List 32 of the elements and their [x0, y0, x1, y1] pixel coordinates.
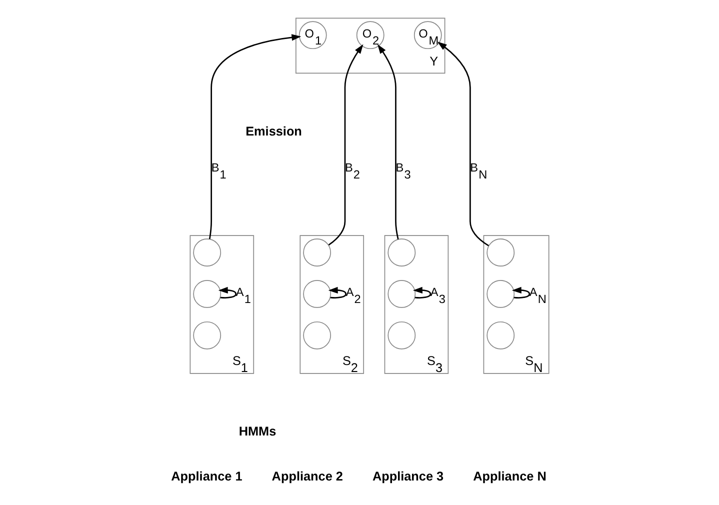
cluster [189, 235, 254, 374]
node-circle [192, 280, 221, 308]
arrow [436, 42, 488, 246]
label: Emission [245, 124, 302, 138]
node-circle [302, 238, 331, 266]
cluster [482, 235, 549, 374]
cluster [384, 235, 448, 374]
label: Appliance 1 [170, 469, 242, 484]
arrow [412, 286, 431, 298]
arrow [376, 44, 398, 240]
cluster [299, 235, 364, 374]
node-circle [302, 321, 331, 350]
node-circle [387, 321, 416, 350]
arrow [328, 44, 363, 246]
label: Appliance 3 [372, 469, 444, 484]
node-circle [486, 321, 514, 350]
node-label: Y [429, 54, 438, 69]
arrow [511, 286, 530, 298]
node-circle [486, 238, 514, 266]
node-circle [192, 321, 221, 350]
node-circle [302, 280, 331, 308]
node-circle [486, 280, 514, 308]
node-circle [192, 238, 221, 266]
arrow [208, 34, 301, 240]
cluster [295, 18, 445, 74]
node-circle [387, 238, 416, 266]
label: Appliance N [472, 469, 546, 484]
arrow [218, 286, 236, 298]
label: HMMs [238, 424, 276, 439]
arrow [328, 286, 346, 298]
label: Appliance 2 [271, 469, 342, 484]
node-circle [387, 280, 416, 308]
